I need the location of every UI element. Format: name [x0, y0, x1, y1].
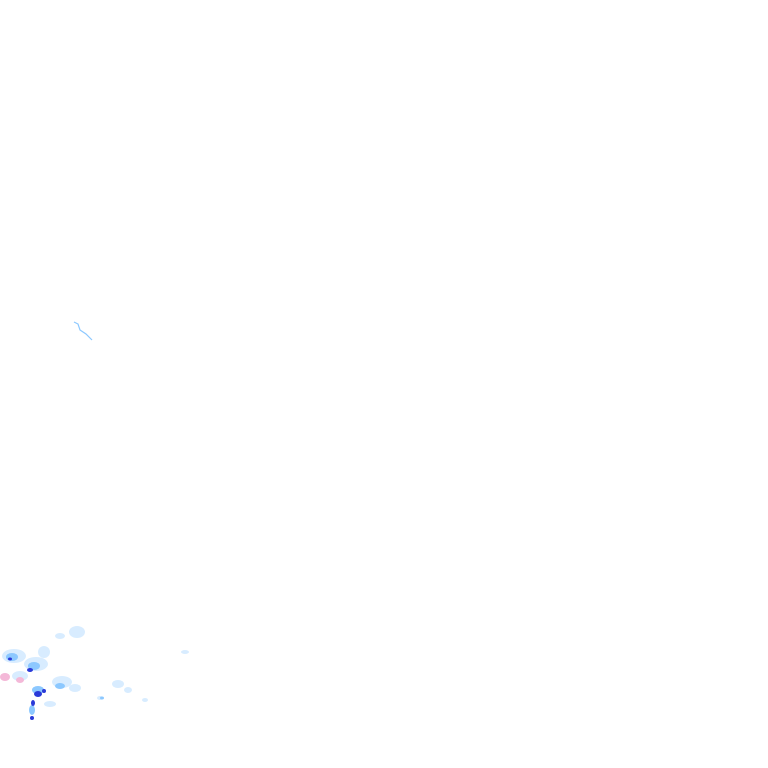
faint-echo-north — [73, 321, 93, 341]
heavy-precipitation — [8, 657, 46, 720]
mixed-precipitation — [0, 673, 24, 683]
